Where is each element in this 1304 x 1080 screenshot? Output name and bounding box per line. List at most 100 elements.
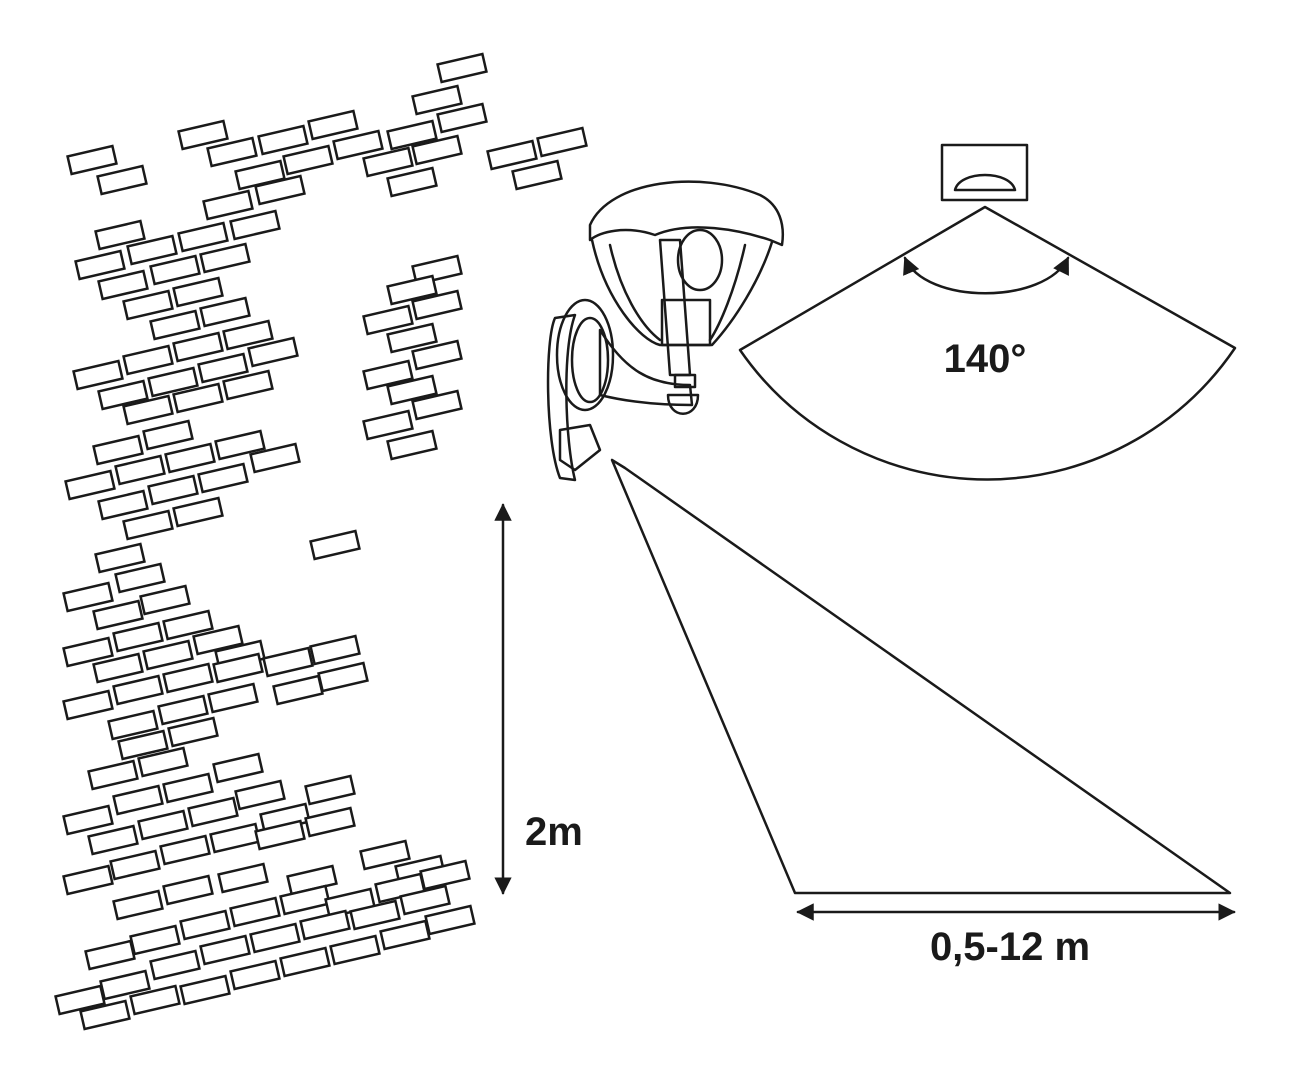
brick [94, 219, 146, 251]
brick [229, 959, 281, 991]
brick [162, 609, 214, 641]
brick [112, 784, 164, 816]
brick [79, 999, 131, 1031]
brick [279, 946, 331, 978]
brick [112, 621, 164, 653]
brick [149, 254, 201, 286]
brick [299, 909, 351, 941]
brick [129, 984, 181, 1016]
brick [172, 331, 224, 363]
brick [411, 84, 463, 116]
brick [436, 52, 488, 84]
brick [217, 862, 269, 894]
brick [162, 662, 214, 694]
brick [272, 674, 324, 706]
brick [249, 922, 301, 954]
brick [279, 884, 331, 916]
brick [362, 359, 414, 391]
brick-wall [54, 52, 588, 1031]
brick [386, 119, 438, 151]
brick [192, 624, 244, 656]
brick [362, 304, 414, 336]
brick [212, 752, 264, 784]
brick [386, 429, 438, 461]
brick [149, 309, 201, 341]
brick [96, 164, 148, 196]
range-label: 0,5-12 m [930, 925, 1090, 969]
brick [229, 209, 281, 241]
brick [162, 772, 214, 804]
brick [249, 442, 301, 474]
brick [209, 822, 261, 854]
brick [172, 496, 224, 528]
brick [74, 249, 126, 281]
brick [262, 646, 314, 678]
brick [199, 296, 251, 328]
brick [122, 289, 174, 321]
brick [411, 389, 463, 421]
brick [187, 796, 239, 828]
brick [157, 694, 209, 726]
brick [379, 919, 431, 951]
brick [117, 729, 169, 761]
brick [257, 124, 309, 156]
brick [349, 899, 401, 931]
brick [386, 322, 438, 354]
brick [309, 529, 361, 561]
brick [167, 716, 219, 748]
brick [84, 939, 136, 971]
brick [72, 359, 124, 391]
brick [199, 242, 251, 274]
brick [62, 689, 114, 721]
brick [511, 159, 563, 191]
brick [254, 819, 306, 851]
brick [99, 969, 151, 1001]
brick [197, 462, 249, 494]
brick [147, 474, 199, 506]
brick [172, 382, 224, 414]
brick [109, 849, 161, 881]
brick [62, 636, 114, 668]
brick [304, 806, 356, 838]
brick [399, 884, 451, 916]
sensor-top-view: 140° [738, 143, 1237, 481]
brick [87, 759, 139, 791]
brick [247, 336, 299, 368]
brick [92, 434, 144, 466]
brick [147, 366, 199, 398]
angle-label: 140° [944, 337, 1027, 381]
brick [97, 489, 149, 521]
brick [62, 804, 114, 836]
brick [411, 289, 463, 321]
brick [142, 419, 194, 451]
detection-zone-side [610, 458, 1232, 895]
brick [97, 379, 149, 411]
brick [207, 682, 259, 714]
brick [222, 319, 274, 351]
brick [149, 949, 201, 981]
brick [424, 904, 476, 936]
brick [64, 469, 116, 501]
brick [214, 429, 266, 461]
detection-angle-fan [738, 205, 1237, 481]
brick [92, 599, 144, 631]
brick [94, 542, 146, 574]
brick [179, 909, 231, 941]
brick [114, 562, 166, 594]
brick [137, 809, 189, 841]
brick [107, 709, 159, 741]
brick [386, 374, 438, 406]
brick [332, 129, 384, 161]
wall-lamp-illustration [546, 180, 784, 482]
brick [362, 146, 414, 178]
brick [112, 889, 164, 921]
angle-arc [903, 256, 1070, 295]
brick [87, 824, 139, 856]
brick [304, 774, 356, 806]
brick [122, 344, 174, 376]
brick [254, 174, 306, 206]
brick [419, 859, 471, 891]
brick [159, 834, 211, 866]
brick [362, 409, 414, 441]
